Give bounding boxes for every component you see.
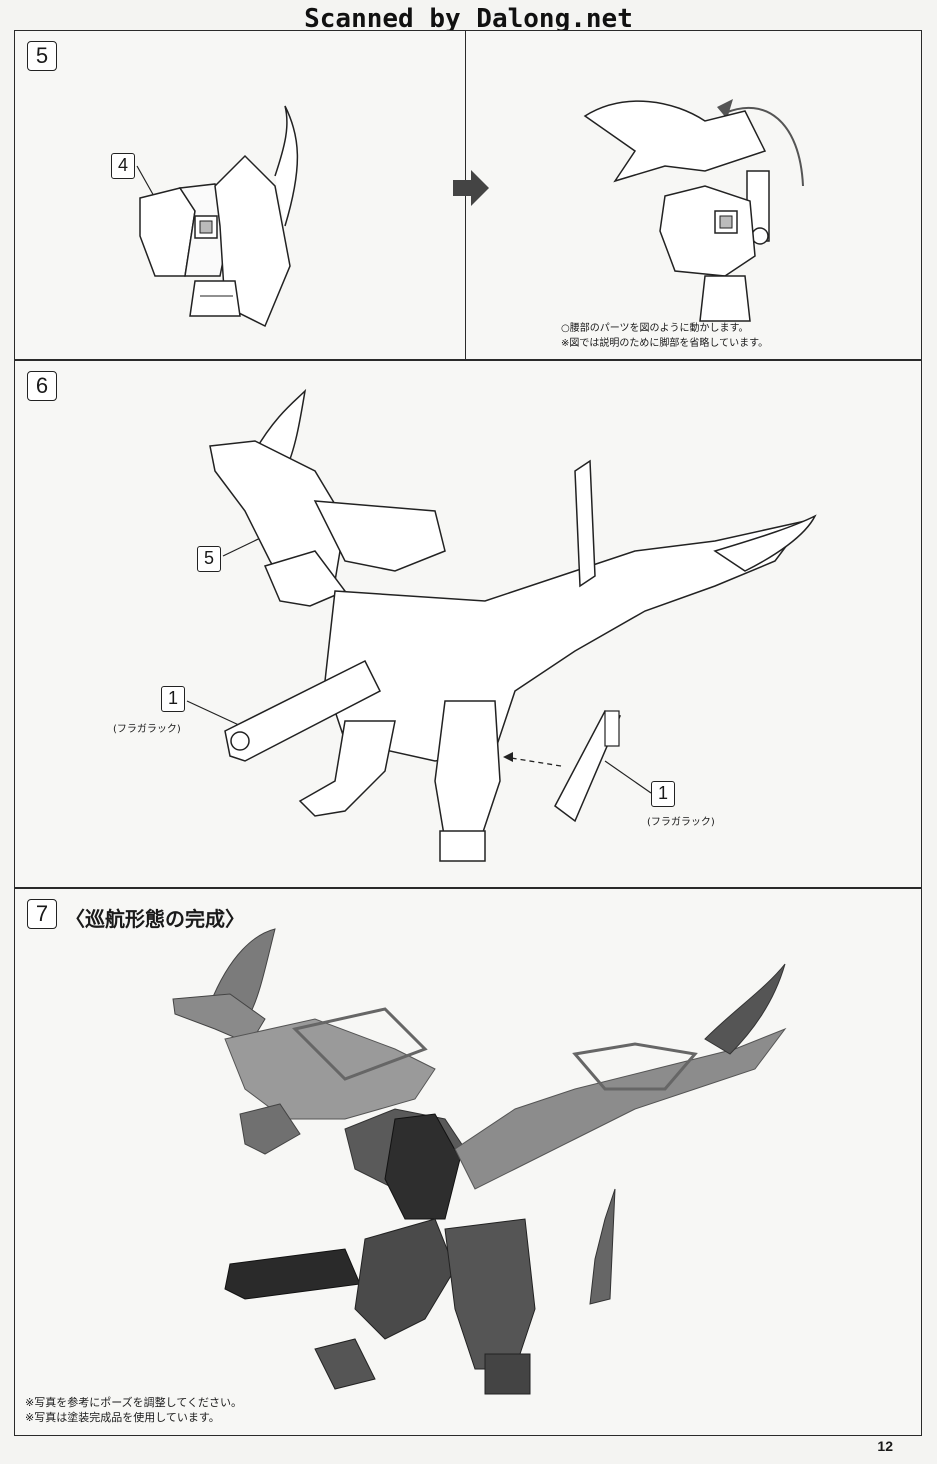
step-6-panel: 6 5 1 (フラガラック) 1 (フラガラック): [14, 360, 922, 888]
step-5-note-2: ※図では説明のために脚部を省略しています。: [561, 338, 769, 349]
waist-after-illustration: [583, 99, 804, 322]
right-arrow-icon: [453, 170, 489, 206]
completed-cruise-mode-photo: [172, 928, 787, 1395]
dragon-mode-assembly-illustration: [186, 388, 817, 862]
step-7-note-2: ※写真は塗装完成品を使用しています。: [25, 1411, 220, 1424]
waist-before-illustration: [136, 105, 299, 328]
step-5-note-1: ○腰部のパーツを図のように動かします。: [561, 323, 749, 334]
part-1-callout-right: 1: [651, 781, 675, 807]
part-1-label-right: (フラガラック): [647, 817, 715, 828]
part-4-callout: 4: [111, 153, 135, 179]
step-5-panel: 5 4 ○腰部のパーツを図のように動かします。 ※図では説明のために脚部を省略し…: [14, 30, 922, 360]
step-6-number: 6: [27, 371, 57, 401]
step-5-number: 5: [27, 41, 57, 71]
step-7-panel: 7 〈巡航形態の完成〉 ※写真を参考にポーズを調整してください。 ※写真は塗装完…: [14, 888, 922, 1436]
step-7-title: 〈巡航形態の完成〉: [65, 907, 245, 931]
page-number: 12: [877, 1438, 893, 1454]
watermark-text: Scanned by Dalong.net: [304, 4, 633, 34]
part-1-label-left: (フラガラック): [113, 724, 181, 735]
part-5-callout: 5: [197, 546, 221, 572]
part-1-callout-left: 1: [161, 686, 185, 712]
step-7-number: 7: [27, 899, 57, 929]
step-7-note-1: ※写真を参考にポーズを調整してください。: [25, 1396, 243, 1409]
